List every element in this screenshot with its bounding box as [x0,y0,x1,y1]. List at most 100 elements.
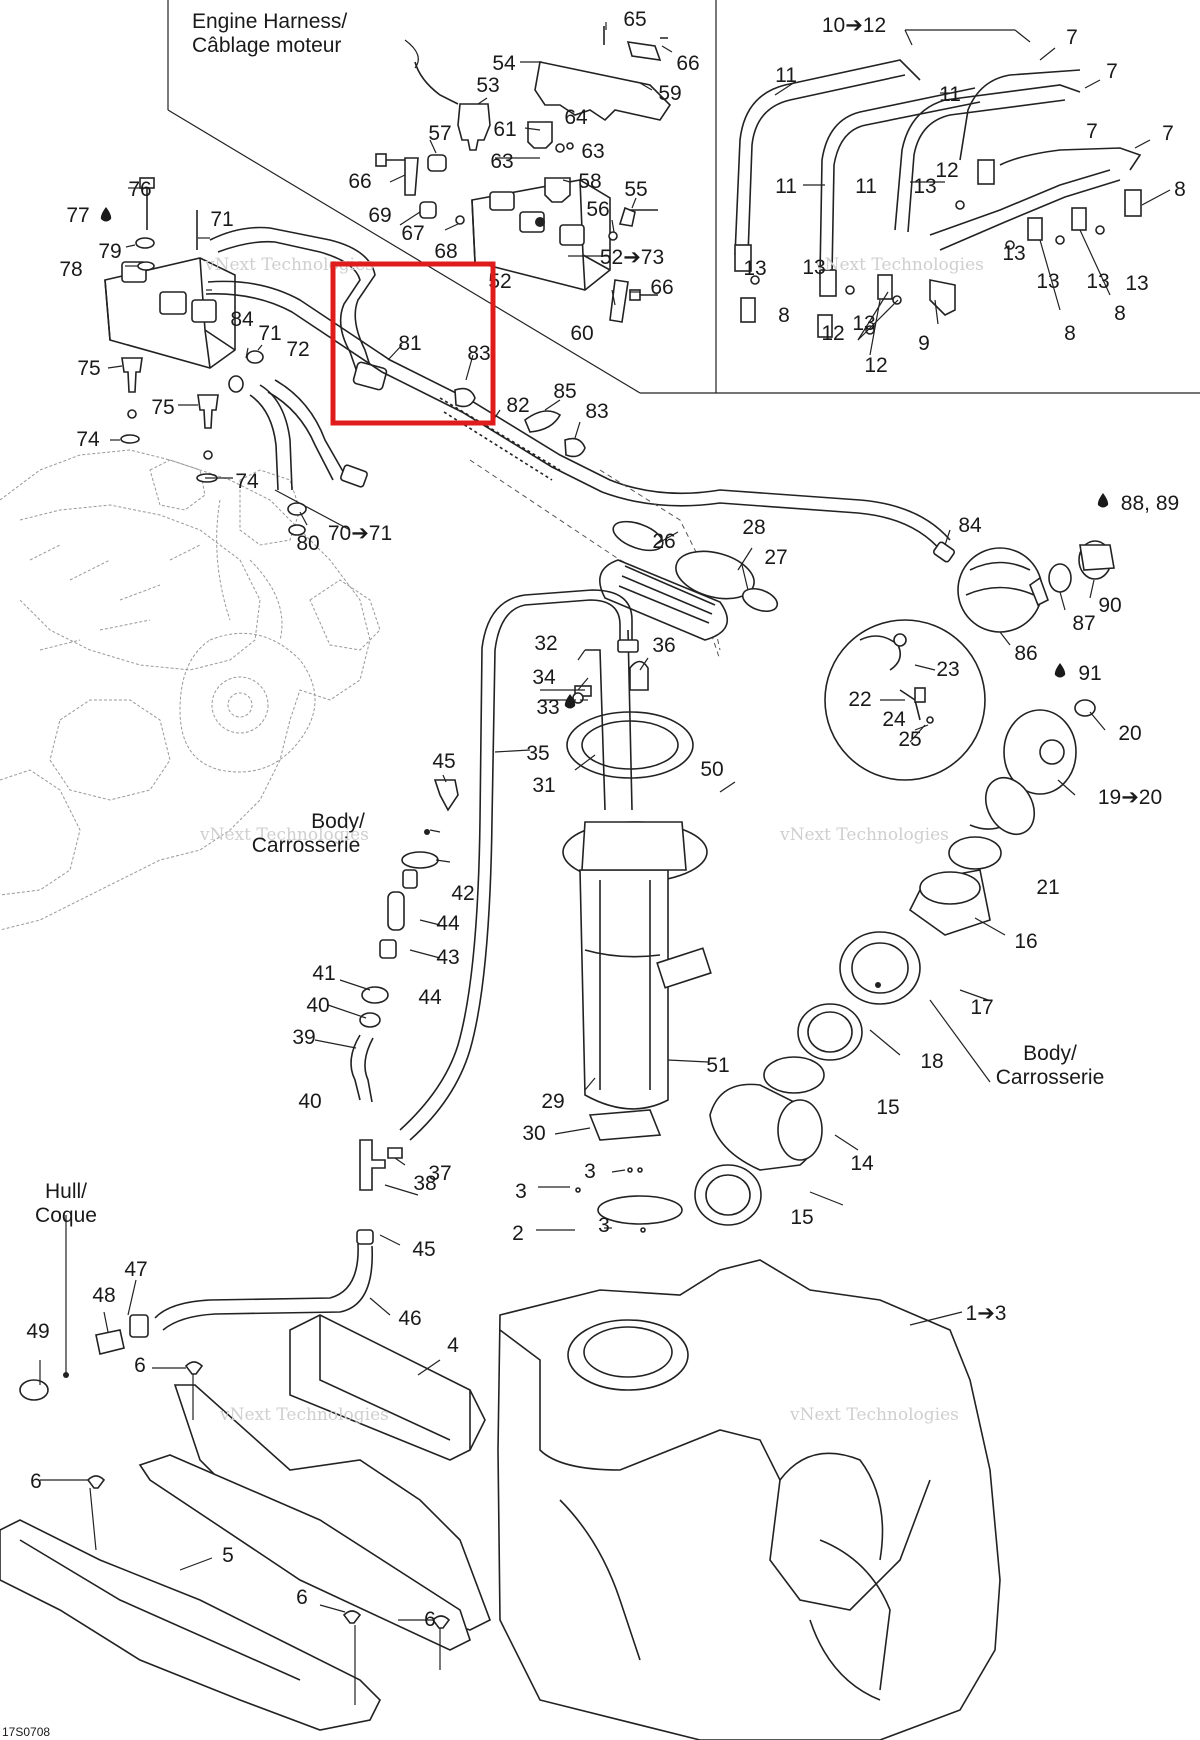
callout-number[interactable]: 63 [490,150,513,173]
callout-number[interactable]: 66 [348,170,371,193]
callout-number[interactable]: 1➔3 [966,1302,1007,1325]
callout-number[interactable]: 47 [124,1258,147,1281]
callout-number[interactable]: 27 [764,546,787,569]
callout-number[interactable]: 74 [76,428,100,451]
callout-number[interactable]: 44 [418,986,442,1009]
callout-number[interactable]: 76 [128,178,151,201]
callout-number[interactable]: 58 [578,170,601,193]
callout-number[interactable]: 14 [850,1152,874,1175]
callout-number[interactable]: 32 [534,632,557,655]
callout-number[interactable]: 7 [1086,120,1098,143]
callout-number[interactable]: 3 [598,1214,610,1237]
callout-number[interactable]: 22 [848,688,871,711]
callout-number[interactable]: 66 [650,276,673,299]
callout-number[interactable]: 13 [1086,270,1109,293]
callout-number[interactable]: 44 [436,912,460,935]
callout-number[interactable]: 16 [1014,930,1037,953]
callout-number[interactable]: 86 [1014,642,1037,665]
callout-number[interactable]: 38 [413,1172,436,1195]
callout-number[interactable]: 6 [296,1586,308,1609]
callout-number[interactable]: 6 [424,1608,436,1631]
callout-number[interactable]: 52➔73 [600,246,664,269]
callout-number[interactable]: 63 [581,140,604,163]
callout-number[interactable]: 43 [436,946,459,969]
callout-number[interactable]: 13 [1002,242,1025,265]
callout-number[interactable]: 79 [98,240,121,263]
callout-number[interactable]: 83 [585,400,608,423]
callout-number[interactable]: 13 [1125,272,1148,295]
callout-number[interactable]: 18 [920,1050,943,1073]
callout-number[interactable]: 6 [30,1470,42,1493]
callout-number[interactable]: 53 [476,74,499,97]
callout-number[interactable]: 48 [92,1284,115,1307]
callout-number[interactable]: 59 [658,82,681,105]
callout-number[interactable]: 30 [522,1122,545,1145]
callout-number[interactable]: 85 [553,380,576,403]
callout-number[interactable]: 24 [882,708,906,731]
callout-number[interactable]: 11 [775,64,797,87]
callout-81-highlighted[interactable]: 81 [398,332,421,355]
callout-number[interactable]: 17 [970,996,993,1019]
callout-number[interactable]: 10➔12 [822,14,886,37]
callout-number[interactable]: 9 [918,332,930,355]
callout-number[interactable]: 66 [676,52,699,75]
callout-number[interactable]: 83 [467,342,490,365]
callout-number[interactable]: 70➔71 [328,522,392,545]
callout-number[interactable]: 2 [512,1222,524,1245]
callout-number[interactable]: 45 [432,750,455,773]
callout-number[interactable]: 26 [652,530,675,553]
callout-number[interactable]: 12 [821,322,844,345]
callout-number[interactable]: 41 [312,962,335,985]
callout-number[interactable]: 11 [855,175,877,198]
callout-number[interactable]: 7 [1162,122,1174,145]
callout-number[interactable]: 71 [258,322,281,345]
callout-number[interactable]: 51 [706,1054,729,1077]
callout-number[interactable]: 39 [292,1026,315,1049]
callout-number[interactable]: 84 [958,514,982,537]
callout-number[interactable]: 37 [428,1162,451,1185]
callout-number[interactable]: 28 [742,516,765,539]
callout-number[interactable]: 3 [515,1180,527,1203]
callout-number[interactable]: 60 [570,322,593,345]
callout-number[interactable]: 61 [493,118,516,141]
callout-number[interactable]: 67 [401,222,424,245]
callout-number[interactable]: 77 [66,204,89,227]
callout-number[interactable]: 40 [306,994,329,1017]
callout-number[interactable]: 55 [624,178,647,201]
callout-number[interactable]: 15 [876,1096,899,1119]
callout-number[interactable]: 50 [700,758,723,781]
callout-number[interactable]: 34 [532,666,556,689]
callout-number[interactable]: 33 [536,696,559,719]
callout-number[interactable]: 45 [412,1238,435,1261]
callout-number[interactable]: 36 [652,634,675,657]
callout-number[interactable]: 84 [230,308,254,331]
callout-number[interactable]: 13 [852,312,875,335]
callout-number[interactable]: 90 [1098,594,1121,617]
callout-number[interactable]: 91 [1078,662,1101,685]
callout-number[interactable]: 6 [134,1354,146,1377]
callout-number[interactable]: 65 [623,8,646,31]
callout-number[interactable]: 42 [451,882,474,905]
callout-number[interactable]: 49 [26,1320,49,1343]
callout-number[interactable]: 8 [1064,322,1076,345]
callout-number[interactable]: 64 [564,106,588,129]
callout-number[interactable]: 15 [790,1206,813,1229]
callout-number[interactable]: 57 [428,122,451,145]
callout-number[interactable]: 8 [778,304,790,327]
callout-number[interactable]: 82 [506,394,529,417]
callout-number[interactable]: 19➔20 [1098,786,1162,809]
callout-number[interactable]: 20 [1118,722,1141,745]
callout-number[interactable]: 46 [398,1307,421,1330]
callout-number[interactable]: 12 [935,159,958,182]
callout-number[interactable]: 11 [939,83,961,106]
callout-number[interactable]: 8 [1114,302,1126,325]
callout-number[interactable]: 21 [1036,876,1059,899]
callout-number[interactable]: 7 [1066,26,1078,49]
callout-number[interactable]: 3 [584,1160,596,1183]
callout-number[interactable]: 25 [898,728,921,751]
callout-number[interactable]: 7 [1106,60,1118,83]
callout-number[interactable]: 40 [298,1090,321,1113]
callout-number[interactable]: 74 [235,470,259,493]
callout-number[interactable]: 69 [368,204,391,227]
callout-number[interactable]: 72 [286,338,309,361]
